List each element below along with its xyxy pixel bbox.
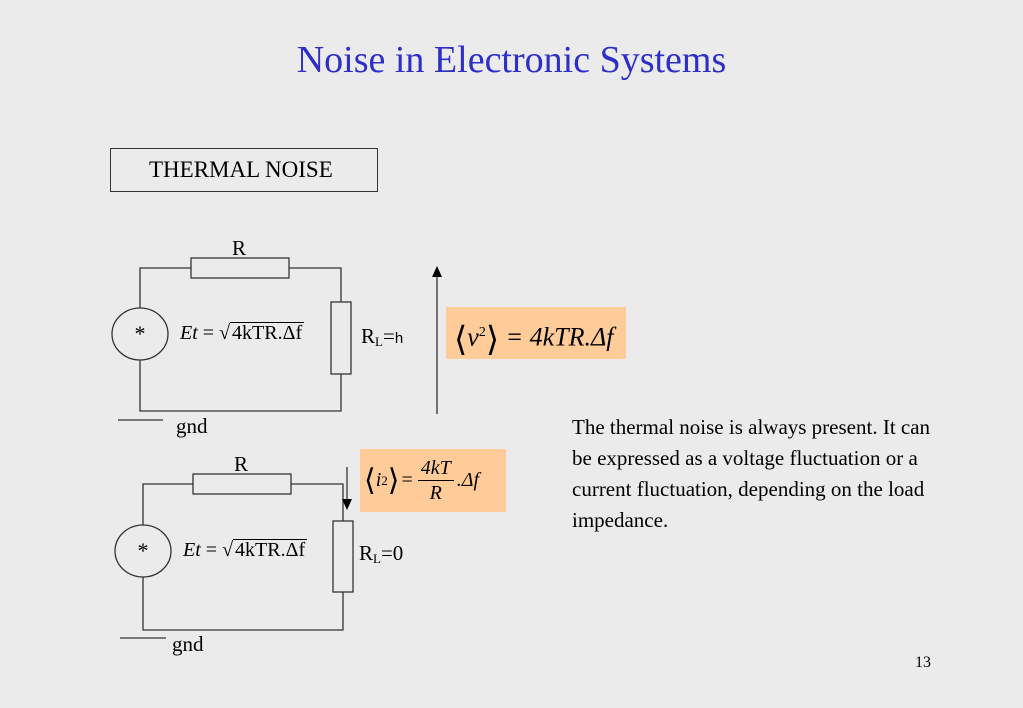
bottom-resistor-label: R xyxy=(234,452,249,476)
voltage-arrow-head xyxy=(432,266,442,277)
bottom-source-equation: Et = √4kTR.Δf xyxy=(183,539,308,562)
eq-radicand: 4kTR.Δf xyxy=(230,322,305,344)
top-voltage-source xyxy=(111,307,169,361)
top-load-value: h xyxy=(394,330,404,347)
top-load-resistor xyxy=(330,301,352,375)
sqrt-sign: √ xyxy=(222,539,234,561)
i-numerator: 4kT xyxy=(417,456,454,481)
top-resistor xyxy=(190,257,290,279)
bottom-load-main: R xyxy=(359,541,374,565)
bottom-ground-label: gnd xyxy=(172,632,204,656)
i-denominator: R xyxy=(429,482,442,504)
i-tail: .Δf xyxy=(456,469,480,491)
top-load-sub: L xyxy=(375,334,383,349)
v-rhs: = 4kTR.Δf xyxy=(505,322,614,352)
v-exponent: 2 xyxy=(478,325,486,340)
v-quantity: v xyxy=(467,322,479,352)
top-load-label: RL=h xyxy=(361,324,403,350)
bottom-resistor xyxy=(192,473,292,495)
slide-title: Noise in Electronic Systems xyxy=(296,39,727,81)
left-angle: ⟨ xyxy=(364,463,376,498)
top-ground-label: gnd xyxy=(176,414,208,438)
section-label: THERMAL NOISE xyxy=(149,157,333,182)
voltage-noise-formula: ⟨v2⟩ = 4kTR.Δf xyxy=(446,307,626,360)
bottom-load-label: RL=0 xyxy=(359,541,403,567)
top-load-eq: = xyxy=(382,324,395,348)
description-text: The thermal noise is always present. It … xyxy=(572,415,931,532)
top-load-main: R xyxy=(361,324,376,348)
i-exponent: 2 xyxy=(381,472,388,488)
current-arrow-head xyxy=(342,499,352,510)
i-eq: = xyxy=(401,469,413,491)
bottom-voltage-source xyxy=(114,524,172,578)
eq-radicand: 4kTR.Δf xyxy=(233,539,308,561)
top-circuit xyxy=(111,257,438,421)
eq-sign: = xyxy=(200,539,223,561)
page-number: 13 xyxy=(915,654,931,671)
top-source-equation: Et = √4kTR.Δf xyxy=(180,322,305,345)
right-angle: ⟩ xyxy=(485,319,500,360)
top-wire-right xyxy=(289,267,342,302)
section-label-box: THERMAL NOISE xyxy=(110,148,378,192)
bottom-wire-left xyxy=(142,483,193,526)
i-quantity: i xyxy=(375,469,382,491)
eq-lhs: Et xyxy=(180,322,198,344)
bottom-load-value: =0 xyxy=(380,541,404,565)
bottom-wire-right xyxy=(291,483,344,521)
bottom-load-resistor xyxy=(332,520,354,593)
left-angle: ⟨ xyxy=(454,319,468,360)
sqrt-sign: √ xyxy=(219,322,231,344)
top-wire-bottom xyxy=(139,359,342,412)
top-source-star: * xyxy=(134,321,146,346)
top-wire-left xyxy=(139,267,191,313)
bottom-wire-bottom xyxy=(142,577,344,631)
right-angle: ⟩ xyxy=(387,463,400,498)
bottom-circuit xyxy=(114,467,354,639)
eq-lhs: Et xyxy=(183,539,201,561)
bottom-load-sub: L xyxy=(373,551,381,566)
top-resistor-label: R xyxy=(232,236,247,260)
bottom-source-star: * xyxy=(137,538,149,563)
eq-sign: = xyxy=(197,322,220,344)
